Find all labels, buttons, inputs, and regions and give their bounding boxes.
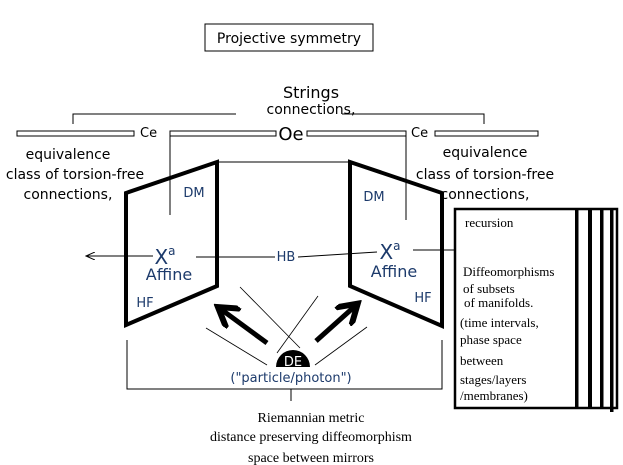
right-note-line: class of torsion-free [416,167,554,183]
right-mirror-labels: DM Xa Affine HF [363,190,431,306]
affine-left: Affine [146,265,192,284]
left-note: equivalence class of torsion-free connec… [6,147,144,203]
hf-left: HF [136,296,153,311]
oe-bar-right [306,130,407,137]
stack-line: phase space [460,332,522,347]
particle-caption: ("particle/photon") [230,371,351,386]
bottom-line: distance preserving diffeomorphism [210,430,412,445]
left-mirror [124,159,219,329]
dm-left: DM [183,186,204,201]
thick-arrow-right [314,307,354,343]
right-note: equivalence class of torsion-free connec… [416,145,554,203]
hf-right: HF [414,291,431,306]
right-note-line: connections, [441,187,530,203]
stack-line: of manifolds. [464,295,533,310]
bottom-line: Riemannian metric [258,411,365,426]
oe-bar-left [169,130,277,137]
strings-label: Strings [283,83,339,102]
stack-line: /membranes) [460,388,528,403]
right-note-line: equivalence [443,145,528,161]
recursion-label: recursion [465,215,514,230]
left-mirror-labels: DM Xa Affine HF [136,186,204,311]
x-left: Xa [154,244,175,269]
ce-right: Ce [411,126,428,141]
connections-label: connections, [267,102,356,118]
x-right: Xa [379,239,400,264]
ce-left: Ce [140,126,157,141]
left-note-line: connections, [24,187,113,203]
hb-line-right [297,251,378,258]
thick-arrow-left [222,310,269,346]
left-note-line: class of torsion-free [6,167,144,183]
affine-right: Affine [371,262,417,281]
stack-box: recursion Diffeomorphisms of subsets of … [453,207,619,412]
bottom-bracket [126,340,443,401]
stack-line: (time intervals, [460,315,539,330]
bottom-text: Riemannian metric distance preserving di… [210,411,412,465]
dm-right: DM [363,190,384,205]
bottom-line: space between mirrors [248,451,374,465]
left-note-line: equivalence [26,147,111,163]
rays [205,286,368,366]
right-bar [434,130,539,137]
right-mirror [348,159,444,330]
stack-line: stages/layers [460,372,526,387]
title: Projective symmetry [217,31,361,47]
source-dome [276,350,310,367]
oe-label: Oe [278,124,303,145]
title-box: Projective symmetry [204,23,374,52]
stack-line: of subsets [463,281,515,296]
top-bracket [72,113,485,124]
hb-label: HB [277,250,296,265]
stack-line: between [460,353,504,368]
left-bar [16,130,135,137]
stack-line: Diffeomorphisms [463,264,554,279]
de-label: DE [284,355,302,370]
